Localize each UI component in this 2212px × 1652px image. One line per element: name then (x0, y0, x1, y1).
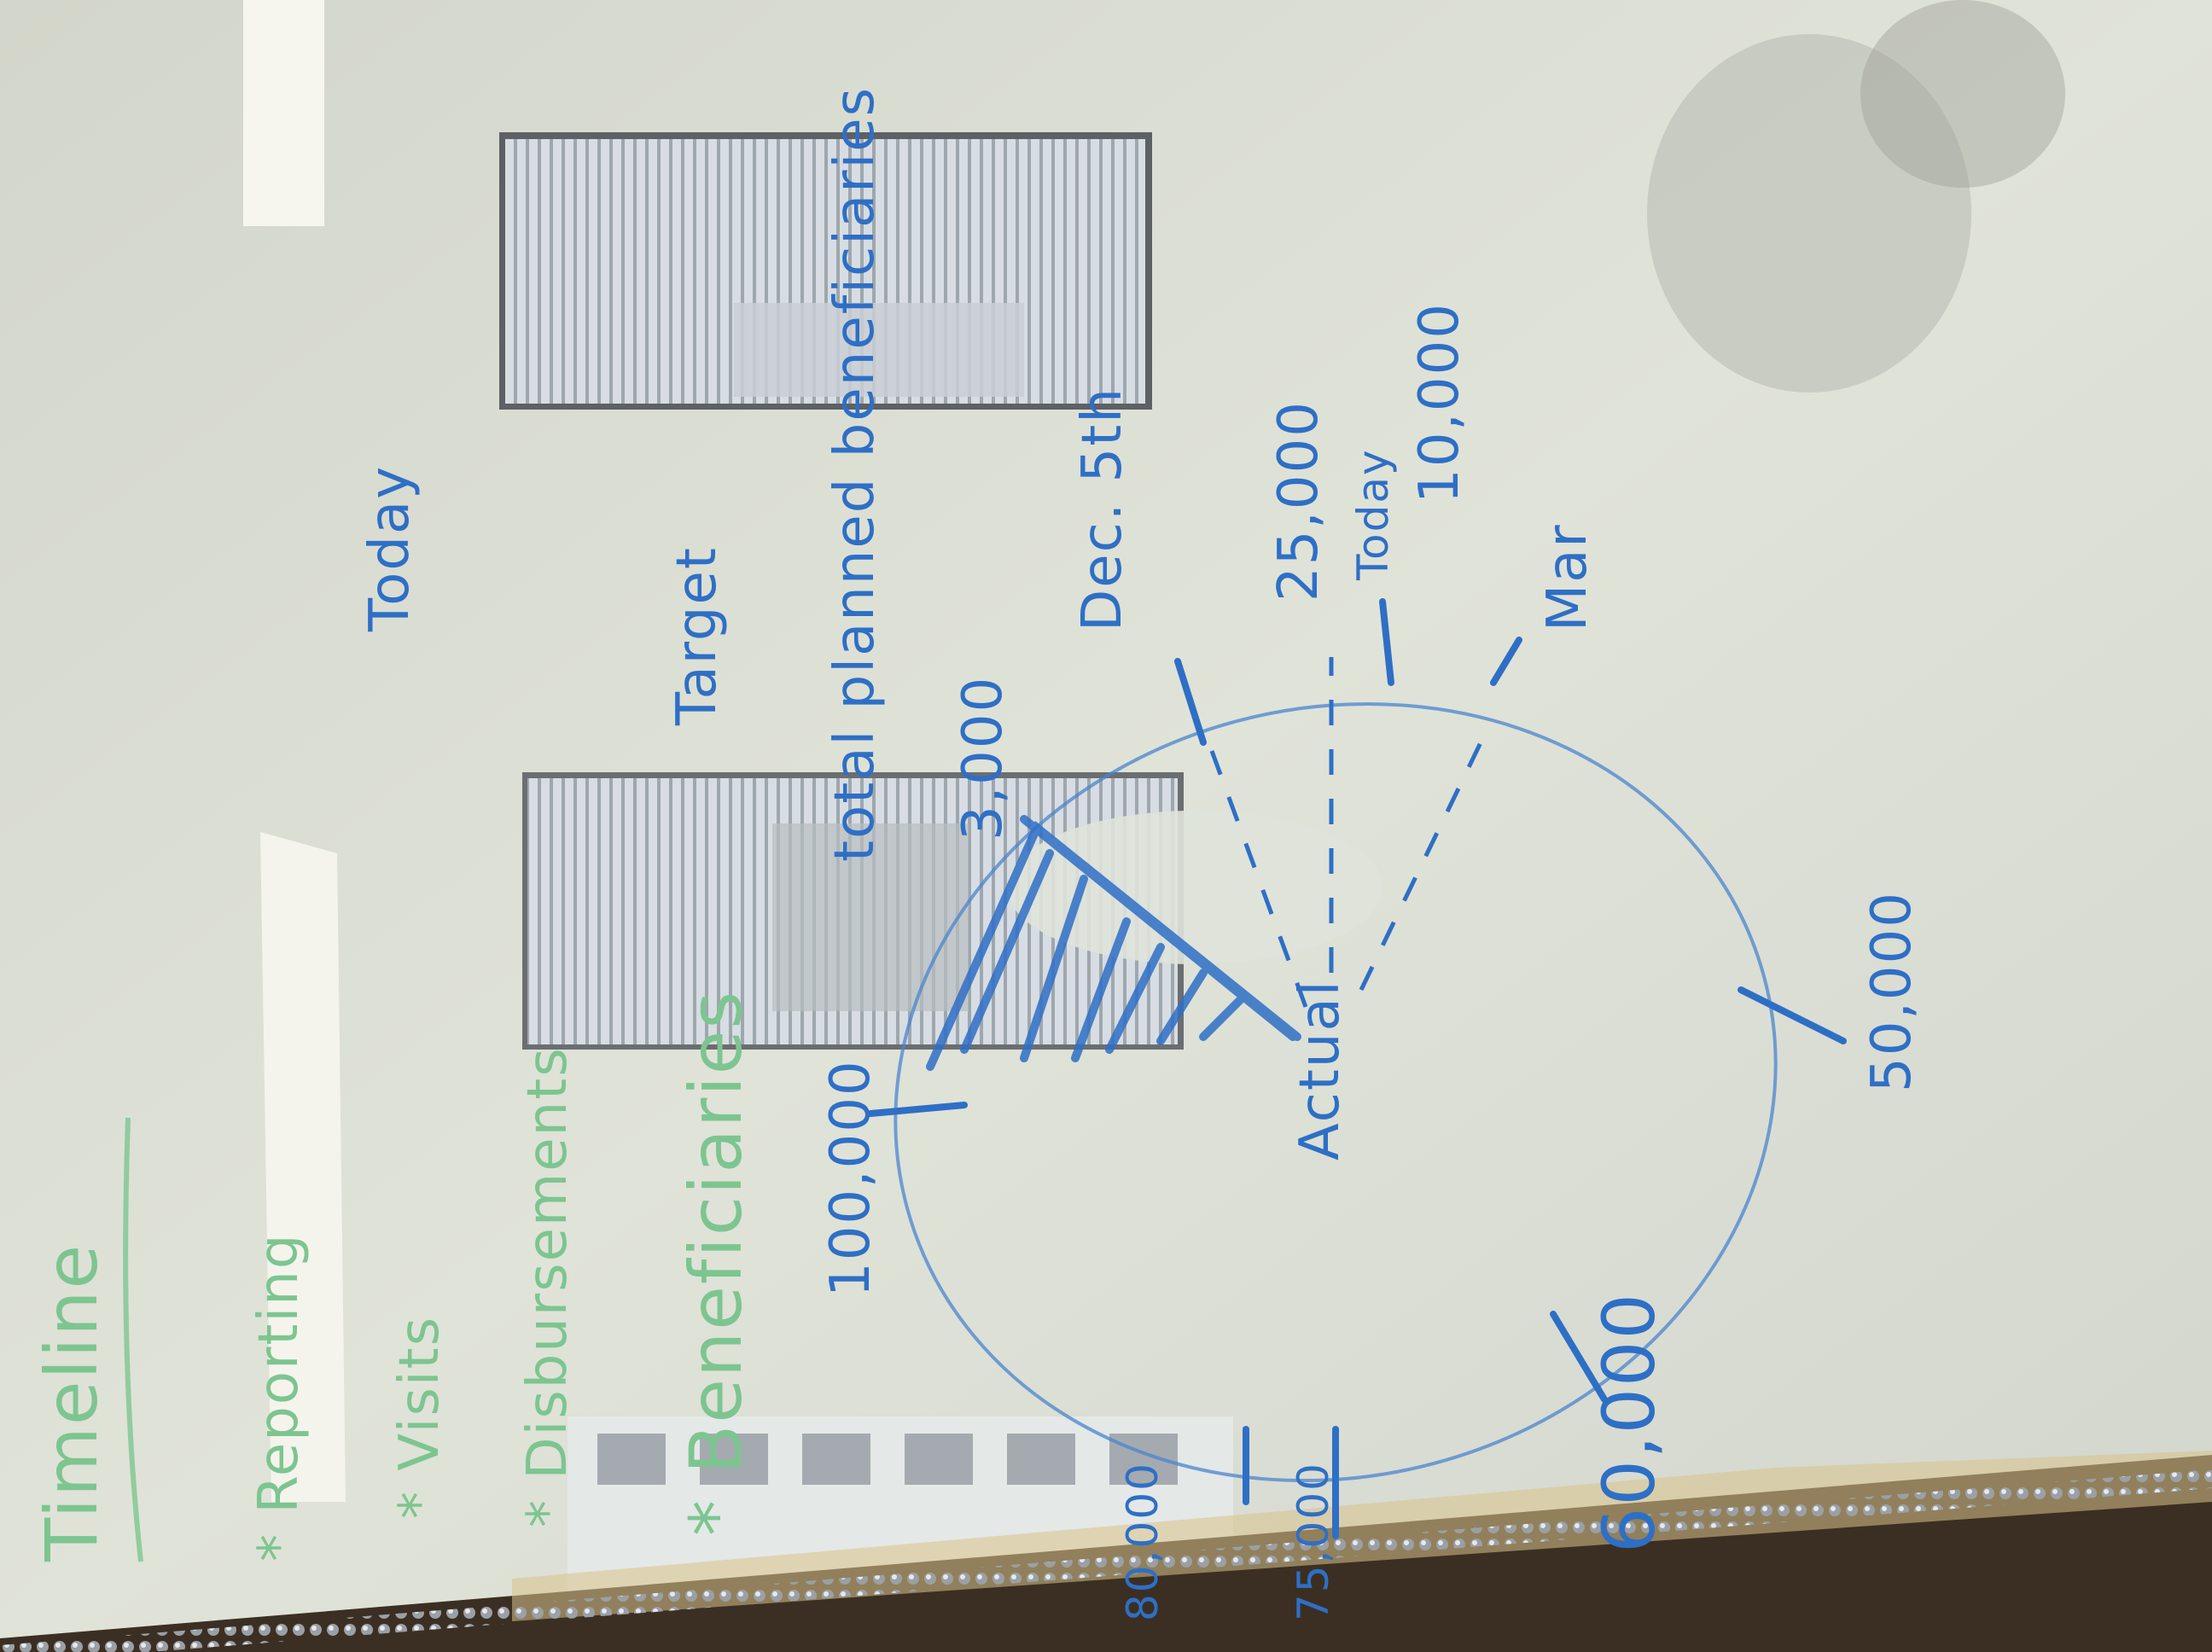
dashed-guide-lines (1209, 657, 1487, 1008)
label-today-top: Today (358, 464, 422, 631)
person-reflection (1647, 34, 1971, 393)
person-reflection-head (1860, 0, 2065, 188)
light-reflection-top (243, 0, 324, 226)
label-100000: 100,000 (819, 1059, 882, 1297)
label-total-planned-beneficiaries: total planned beneficiaries (824, 85, 887, 862)
light-reflection-mid (260, 832, 346, 1502)
bead-chain (0, 1469, 2212, 1652)
label-today-small: Today (1348, 448, 1398, 580)
label-75000: 75,000 (1289, 1462, 1338, 1621)
label-actual: Actual (1289, 979, 1352, 1161)
label-60000: 60,000 (1587, 1292, 1671, 1553)
label-dec-5th: Dec. 5th (1071, 387, 1134, 631)
label-25000: 25,000 (1267, 400, 1330, 602)
label-target: Target (666, 546, 729, 725)
progress-circle (894, 701, 1778, 1483)
label-mar: Mar (1536, 523, 1599, 631)
actual-wedge-scribble (926, 815, 1301, 1071)
list-item-beneficiaries: * Beneficiaries (674, 989, 758, 1536)
heading-underline (123, 1117, 143, 1562)
list-item-reporting: * Reporting (247, 1232, 311, 1562)
label-10000: 10,000 (1408, 302, 1471, 503)
window-reflection-top (499, 132, 1152, 410)
label-80000: 80,000 (1118, 1462, 1167, 1621)
label-50000: 50,000 (1860, 891, 1924, 1092)
label-3000: 3,000 (952, 675, 1015, 841)
list-item-disbursements: * Disbursements (516, 1046, 579, 1527)
list-item-visits: * Visits (388, 1315, 451, 1519)
circle-tick-marks (867, 598, 1847, 1539)
timeline-heading: Timeline (30, 1242, 114, 1562)
